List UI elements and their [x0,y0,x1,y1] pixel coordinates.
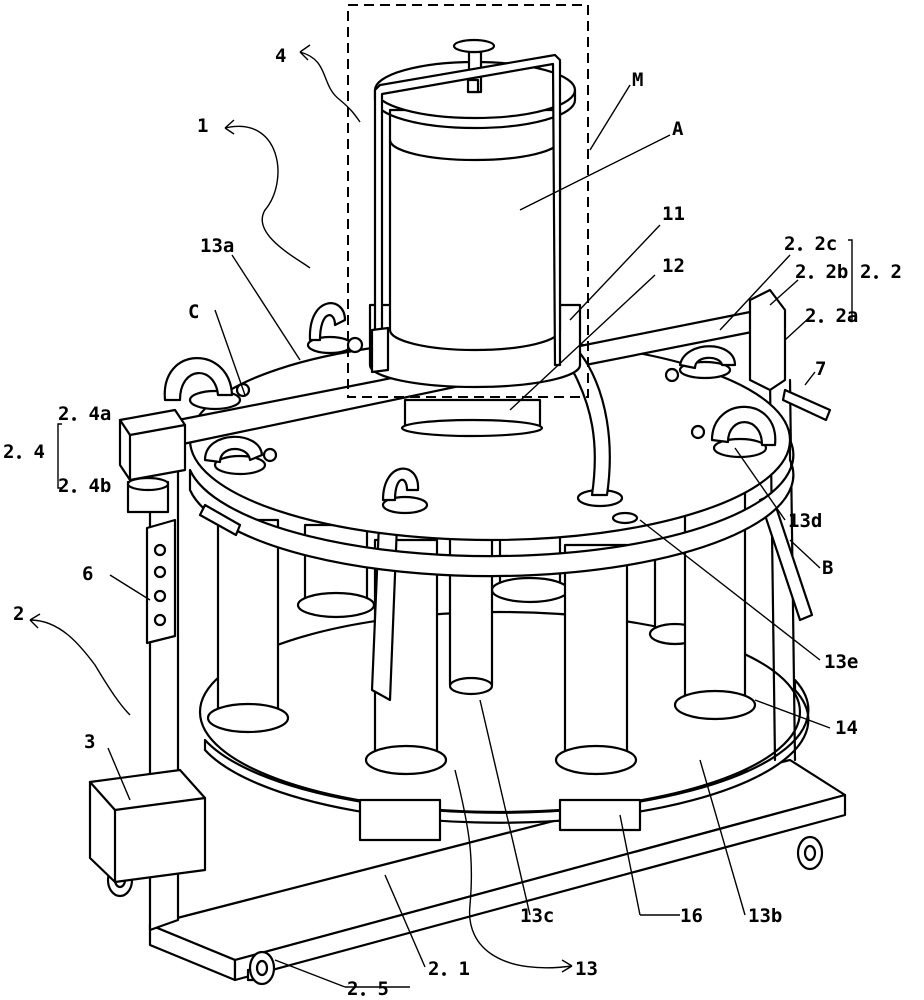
label-16: 16 [680,905,703,927]
label-2-2c: 2．2c [784,233,837,255]
label-4: 4 [275,45,286,67]
frame-M [346,53,562,374]
u-pipe-left-front [203,435,278,476]
hole-13e [611,511,639,525]
column-left [206,518,290,734]
u-pipe-C [163,357,251,411]
u-pipe-back [306,302,354,355]
label-14: 14 [835,717,858,739]
label-C: C [188,301,199,323]
label-7: 7 [815,358,826,380]
label-6: 6 [82,563,93,585]
tank-body [388,108,562,352]
base-frame [148,758,847,982]
valve-wheel [452,38,496,54]
label-A: A [672,118,684,140]
u-pipes [163,302,777,525]
label-2-2a: 2．2a [805,305,858,327]
base-plate-side [233,793,847,982]
bottom-disk-top [198,610,802,814]
label-2-4a: 2．4a [58,403,111,425]
label-2-4b: 2．4b [58,475,111,497]
label-13: 13 [575,958,598,980]
label-2: 2 [13,603,24,625]
left-column [88,443,207,932]
sensor-2-4 [118,408,187,514]
label-13b: 13b [748,905,782,927]
label-M: M [632,69,643,91]
label-B: B [822,557,833,579]
label-13e: 13e [824,651,858,673]
label-2-4: 2．4 [3,441,45,463]
left-handle [198,503,242,537]
leader-lines [29,44,853,988]
label-11: 11 [662,203,685,225]
label-13c: 13c [520,905,554,927]
bracket-2-2a [748,288,787,392]
u-pipe-right-back [664,345,737,383]
u-pipe-13d [690,405,777,459]
tank-A [368,38,582,438]
label-3: 3 [84,731,95,753]
wheel-right [796,835,824,871]
handle-7 [781,388,832,422]
label-2-5: 2．5 [347,978,389,1000]
box-3 [88,768,207,884]
column-front-2 [554,543,638,776]
frame-clamp [370,326,390,374]
wheel-front-left [246,950,276,986]
label-2-2b: 2．2b [795,261,848,283]
u-pipe-front [381,467,429,515]
label-1: 1 [197,115,208,137]
part-labels: 4 M A 1 11 12 13a 2．2c 2．2b 2．2 2．2a C 7… [3,45,902,1000]
label-2-2: 2．2 [860,261,902,283]
label-2-1: 2．1 [428,958,470,980]
foot-blocks [358,798,642,842]
label-12: 12 [662,255,685,277]
dashed-region-4 [347,4,589,398]
label-13a: 13a [200,235,234,257]
label-13d: 13d [788,510,822,532]
